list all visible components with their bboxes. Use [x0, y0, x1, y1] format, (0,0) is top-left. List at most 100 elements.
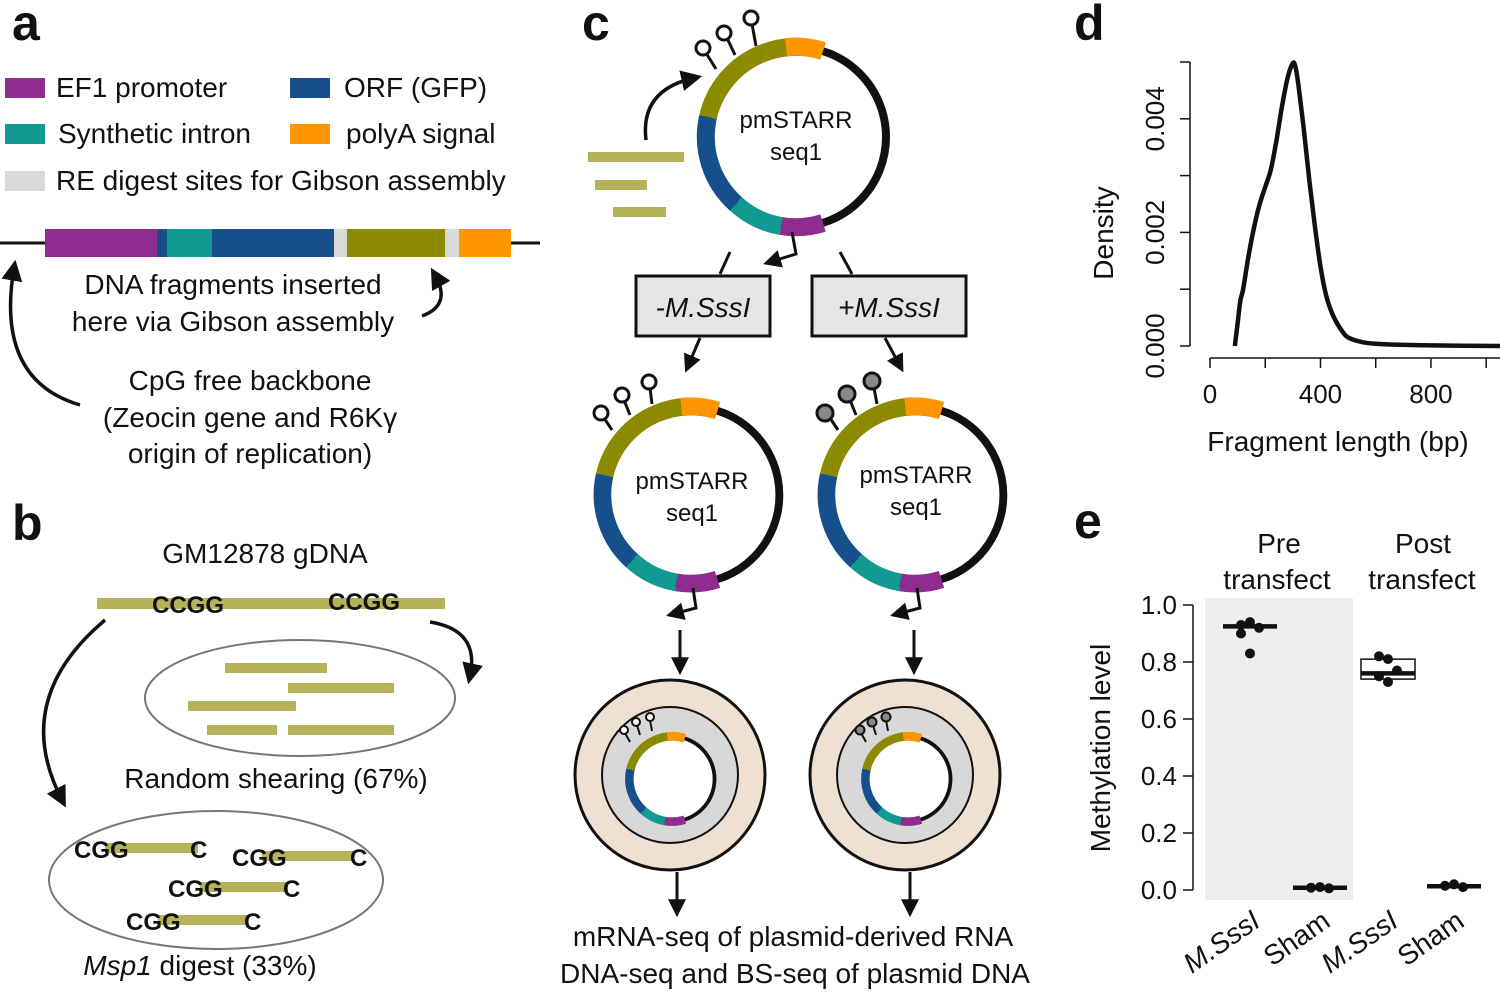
svg-text:C: C [350, 845, 367, 872]
svg-text:CGG: CGG [126, 909, 181, 936]
group-title-pre-line1: Pre [1257, 528, 1301, 559]
digest-fragment: CGG C [232, 845, 367, 872]
cpg-methylated [854, 724, 866, 736]
cpg-methylated [880, 711, 892, 723]
construct-map [0, 229, 540, 257]
svg-text:C: C [244, 909, 261, 936]
data-point [1245, 648, 1255, 659]
cell-unmethylated [573, 678, 767, 872]
transcription-arrow [763, 231, 798, 268]
msp1-digest-label: Msp1 digest (33%) [83, 950, 316, 981]
y-tick-label: 0.2 [1141, 818, 1177, 848]
segment-ef1 [45, 229, 157, 257]
y-tick-label: 0.4 [1141, 761, 1177, 791]
panel-e: e Pre transfect Post transfect Methylati… [1074, 493, 1481, 979]
box-plot [1427, 879, 1481, 893]
insert-arrow [421, 267, 451, 318]
plasmid-name-line1: pmSTARR [740, 107, 853, 134]
group-title-post-line1: Post [1395, 528, 1451, 559]
plasmid-name-line2: seq1 [890, 494, 942, 521]
data-point [1254, 622, 1264, 633]
legend-swatch-polya [290, 124, 330, 144]
panel-b-label: b [12, 495, 43, 551]
panel-b: b GM12878 gDNA CCGG CCGG Random shearing… [12, 495, 483, 981]
sheared-fragment [207, 725, 277, 735]
plasmid-top: pmSTARR seq1 [694, 9, 886, 268]
svg-text:C: C [190, 837, 207, 864]
plasmid-methylated: pmSTARR seq1 [815, 371, 1003, 620]
cpg-unmethylated [592, 404, 610, 422]
svg-text:CGG: CGG [232, 845, 287, 872]
digest-arrow [41, 618, 107, 808]
plasmid-name-line2: seq1 [666, 500, 718, 527]
x-tick-label: 400 [1299, 379, 1342, 409]
input-fragment [588, 152, 684, 162]
cpg-methylated [815, 403, 835, 423]
segment-insert [347, 229, 445, 257]
backbone-note-line1: CpG free backbone [129, 365, 372, 396]
clone-arrow [643, 70, 703, 141]
group-title-post-line2: transfect [1368, 564, 1476, 595]
cpg-unmethylated [640, 373, 658, 391]
group-title-pre-line2: transfect [1223, 564, 1331, 595]
backbone-arrow [1, 259, 81, 407]
random-shearing-label: Random shearing (67%) [124, 763, 428, 794]
cpg-unmethylated [694, 39, 712, 57]
y-tick-label: 0.0 [1141, 875, 1177, 905]
digest-fragment: CGG C [168, 876, 300, 903]
branch-line-right [838, 251, 854, 275]
data-point [1315, 882, 1325, 893]
plasmid-name-line1: pmSTARR [636, 468, 749, 495]
legend-swatch-re [5, 171, 45, 191]
y-tick-label: 0.004 [1140, 86, 1170, 151]
density-axis-title: Density [1088, 186, 1119, 279]
readout-line2: DNA-seq and BS-seq of plasmid DNA [560, 958, 1030, 989]
svg-text:C: C [283, 876, 300, 903]
ccgg-site-1: CCGG [152, 592, 224, 619]
panel-a-label: a [12, 0, 41, 51]
x-tick-label: 800 [1409, 379, 1452, 409]
digest-fragment: CGG C [126, 909, 261, 936]
segment-polya [459, 229, 511, 257]
density-line [1232, 60, 1500, 349]
data-point [1374, 651, 1384, 662]
segment-orf-start [157, 229, 167, 257]
cpg-methylated [862, 371, 882, 391]
box-plot [1293, 882, 1347, 894]
y-tick-label: 0.002 [1140, 200, 1170, 265]
treatment-plus-msssi: +M.SssI [810, 274, 968, 338]
panel-d: d Density Fragment length (bp) 0.0000.00… [1074, 0, 1500, 457]
legend-orf-label: ORF (GFP) [344, 72, 487, 103]
data-point [1374, 671, 1384, 682]
panel-c-label: c [582, 0, 610, 51]
transcription-arrow [890, 587, 922, 620]
segment-re-left [334, 229, 347, 257]
cpg-methylated [837, 384, 857, 404]
svg-text:CGG: CGG [74, 837, 129, 864]
cpg-unmethylated [645, 712, 655, 722]
segment-re-right [445, 229, 459, 257]
cpg-unmethylated [631, 717, 641, 727]
data-point [1324, 883, 1334, 894]
category-label: M.SssI [1316, 904, 1404, 979]
legend-swatch-orf [290, 78, 330, 98]
msp1-enzyme: Msp1 [83, 950, 151, 981]
fragment-axis-title: Fragment length (bp) [1207, 426, 1468, 457]
legend-ef1-label: EF1 promoter [56, 72, 227, 103]
category-label: M.SssI [1178, 904, 1266, 979]
sheared-fragment [288, 725, 394, 735]
data-point [1383, 676, 1393, 687]
backbone-note-line2: (Zeocin gene and R6Kγ [103, 402, 397, 433]
category-label: Sham [1392, 905, 1470, 972]
data-point [1236, 619, 1246, 630]
transcription-arrow [666, 587, 698, 620]
sheared-fragment [225, 663, 327, 673]
data-point [1306, 882, 1316, 893]
sheared-fragment [288, 683, 394, 693]
gdna-label: GM12878 gDNA [162, 538, 368, 569]
data-point [1440, 880, 1450, 891]
segment-intron [167, 229, 212, 257]
panel-d-label: d [1074, 0, 1105, 51]
